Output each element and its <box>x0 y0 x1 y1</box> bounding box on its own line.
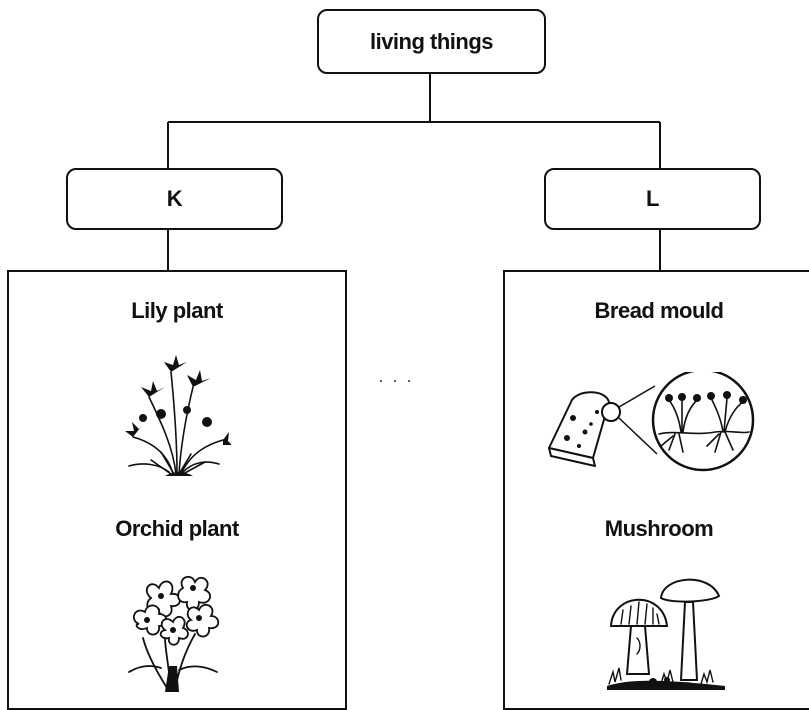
mushroom-illustration <box>601 568 731 698</box>
orchid-plant-illustration <box>121 568 231 693</box>
stray-dots: ··· <box>378 370 420 391</box>
group-k-label: K <box>167 186 182 212</box>
lily-plant-label: Lily plant <box>9 298 345 324</box>
root-label: living things <box>370 29 493 55</box>
group-k-panel: Lily plant <box>7 270 347 710</box>
bread-mould-label: Bread mould <box>505 298 809 324</box>
group-k-node: K <box>66 168 283 230</box>
group-l-panel: Bread mould <box>503 270 809 710</box>
lily-plant-illustration <box>121 352 231 477</box>
root-node: living things <box>317 9 546 74</box>
group-l-label: L <box>646 186 659 212</box>
orchid-plant-label: Orchid plant <box>9 516 345 542</box>
bread-mould-illustration <box>545 372 775 482</box>
mushroom-label: Mushroom <box>505 516 809 542</box>
group-l-node: L <box>544 168 761 230</box>
